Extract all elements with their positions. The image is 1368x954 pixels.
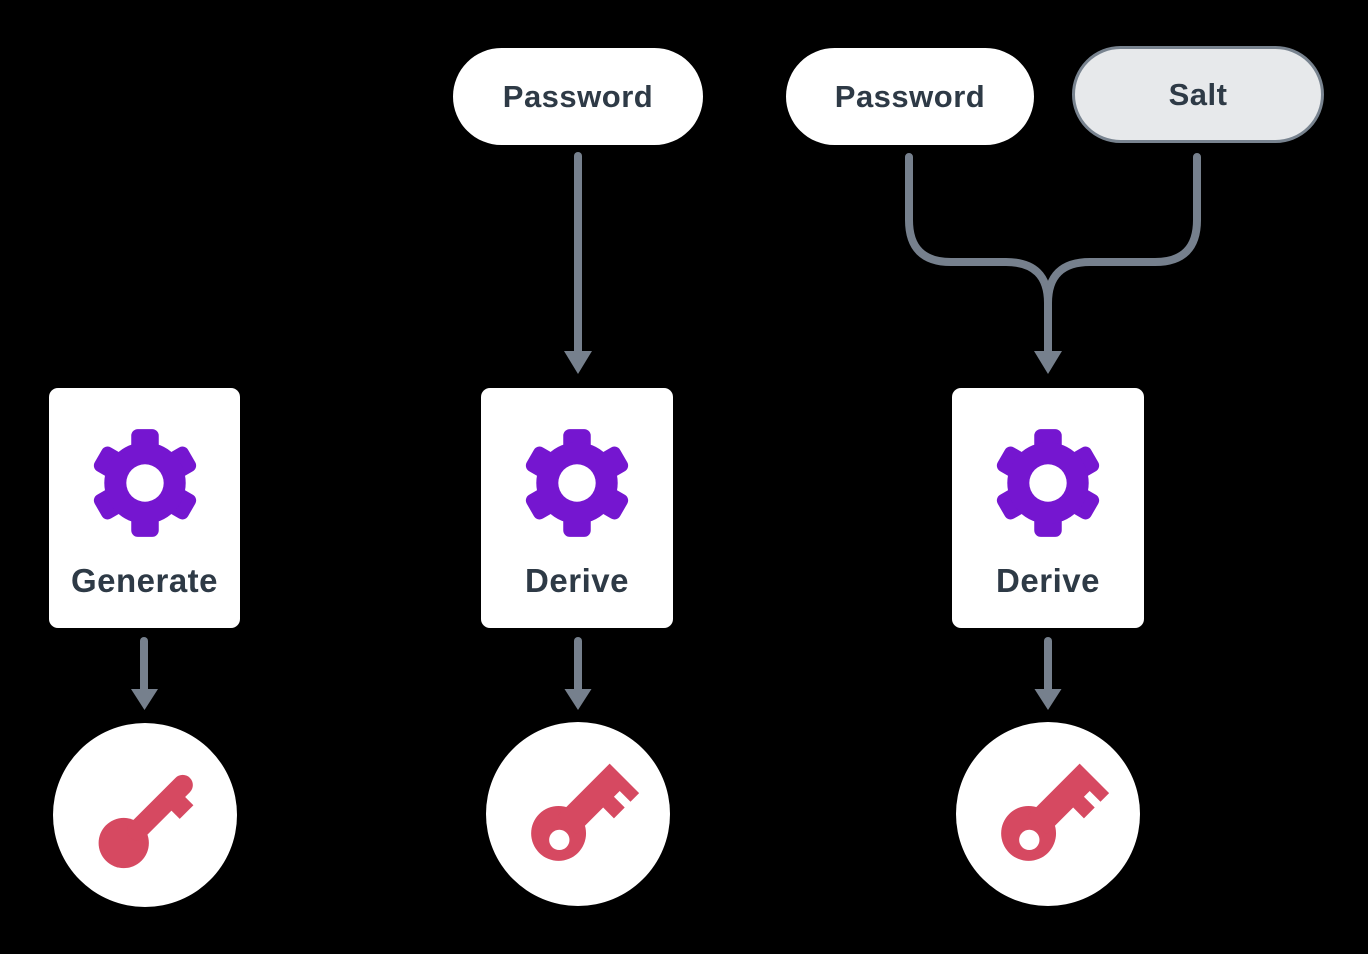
process-box-derive-middle: Derive [481,388,673,628]
merge-line-salt [1044,153,1201,307]
input-pill-password-right: Password [786,48,1034,145]
input-pill-salt: Salt [1072,46,1324,143]
merge-line-password [905,153,1052,355]
process-box-label: Derive [996,562,1100,599]
process-box-label: Derive [525,562,629,599]
key-icon [531,763,639,861]
arrowhead-derive1-to-key [564,689,592,710]
input-pill-label: Salt [1168,76,1228,112]
input-pill-label: Password [834,78,986,114]
key-icon [98,774,194,869]
gear-icon [93,429,196,537]
process-box-derive-right: Derive [952,388,1144,628]
input-pill-password-middle: Password [453,48,703,145]
gear-icon [996,429,1100,537]
arrowhead-password-to-derive [564,351,592,374]
process-box-label: Generate [70,562,219,599]
arrowhead-merge-to-derive [1034,351,1062,374]
process-box-generate: Generate [49,388,240,628]
arrowhead-generate-to-key [131,689,158,710]
output-key-circle-generate [53,723,237,907]
gear-icon [525,429,629,537]
output-key-circle-derive-right [956,722,1140,906]
arrowhead-derive2-to-key [1034,689,1062,710]
key-icon [1001,763,1109,861]
input-pill-label: Password [502,78,654,114]
output-key-circle-derive-middle [486,722,670,906]
